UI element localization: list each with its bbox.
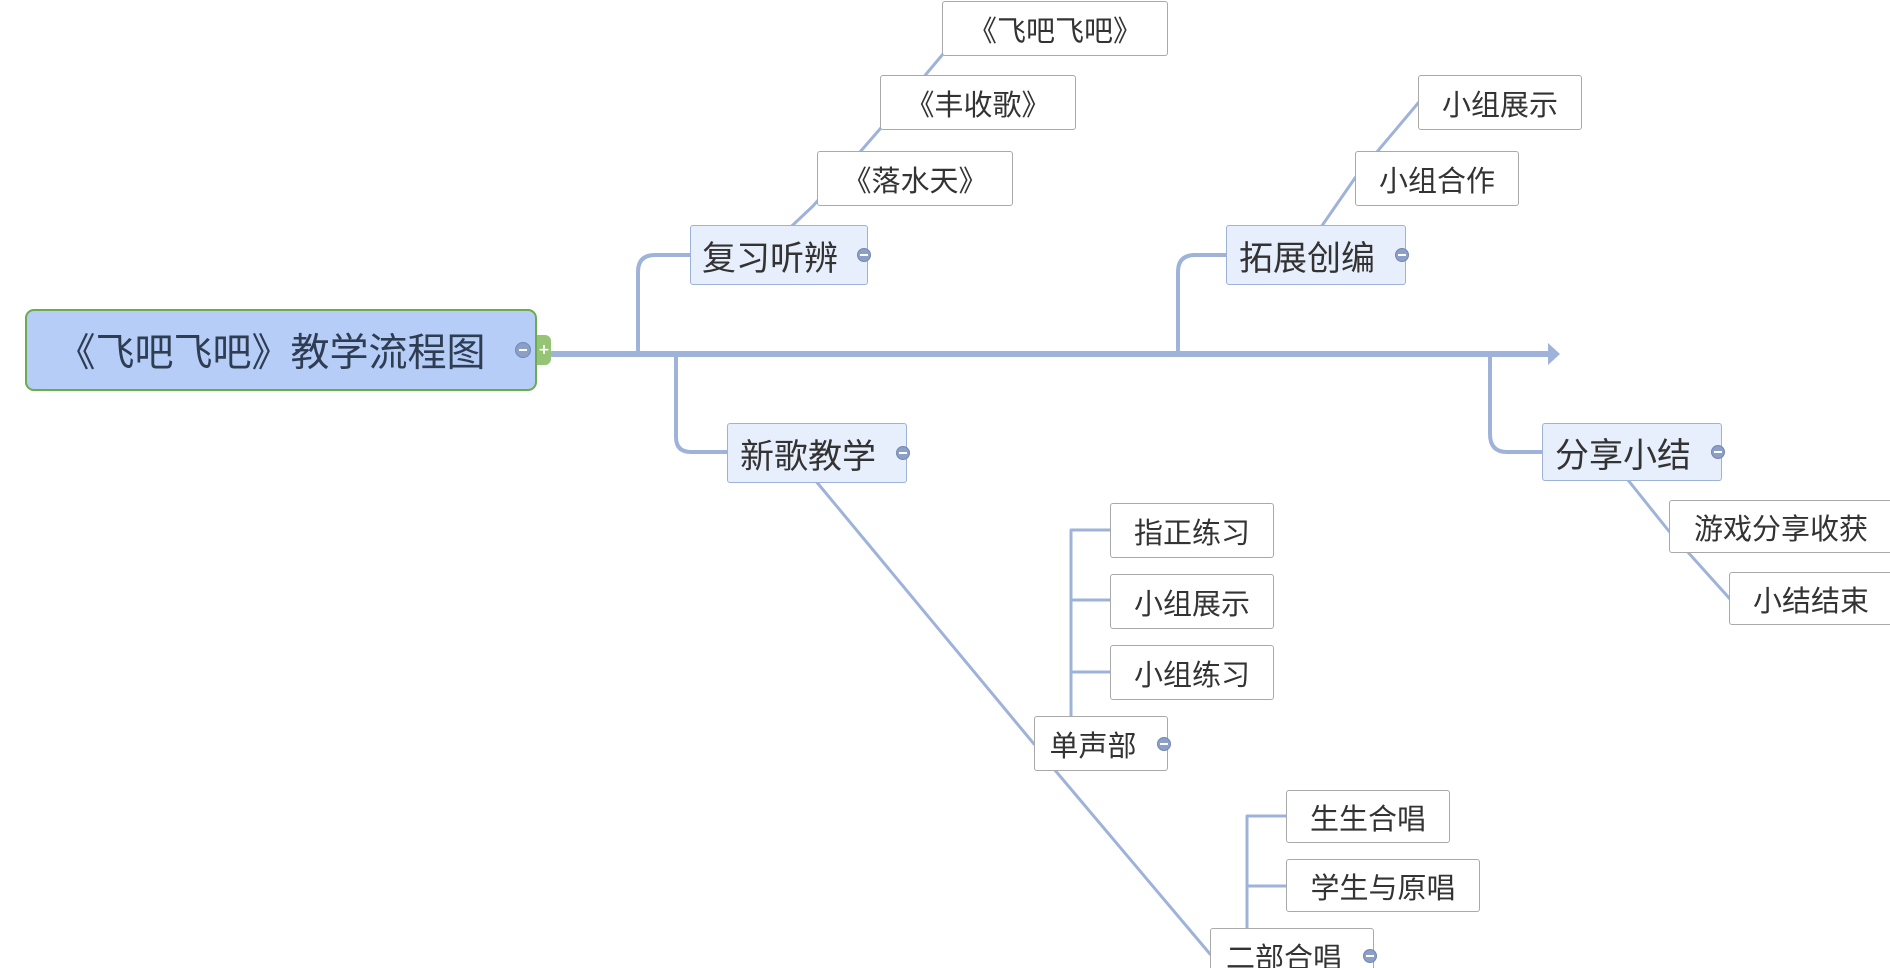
connector-unison-twopart [1052, 767, 1212, 956]
subtopic-extend-2[interactable]: 小组合作 [1355, 151, 1519, 206]
subtopic-summary-1[interactable]: 游戏分享收获 [1669, 500, 1890, 553]
topic-review-label: 复习听辨 [702, 238, 838, 279]
topic-extend-label: 拓展创编 [1239, 238, 1375, 279]
subtopic-label: 小组展示 [1133, 586, 1250, 621]
subtopic-label: 指正练习 [1133, 515, 1250, 550]
connector-review-children [758, 26, 958, 258]
collapse-icon[interactable] [1363, 948, 1377, 963]
connector-review [636, 253, 692, 356]
subtopic-twopart-1[interactable]: 生生合唱 [1286, 790, 1450, 843]
root-topic[interactable]: 《飞吧飞吧》教学流程图 + [25, 309, 551, 391]
subtopic-unison-1[interactable]: 指正练习 [1110, 503, 1274, 558]
subtopic-review-2[interactable]: 《丰收歌》 [880, 75, 1076, 130]
topic-newsong[interactable]: 新歌教学 [727, 423, 910, 483]
subtopic-unison-label: 单声部 [1049, 728, 1137, 763]
root-expand-icon[interactable]: + [537, 335, 551, 365]
subtopic-label: 小组合作 [1378, 163, 1495, 198]
topic-review[interactable]: 复习听辨 [690, 225, 871, 285]
root-collapse-icon[interactable] [515, 342, 531, 358]
subtopic-review-3[interactable]: 《落水天》 [817, 151, 1013, 206]
collapse-icon[interactable] [857, 248, 871, 262]
subtopic-label: 小组展示 [1441, 87, 1558, 122]
subtopic-unison-2[interactable]: 小组展示 [1110, 574, 1274, 629]
subtopic-twopart-label: 二部合唱 [1225, 940, 1342, 968]
topic-newsong-label: 新歌教学 [740, 436, 876, 477]
subtopic-label: 小结结束 [1752, 583, 1869, 618]
connector-twopart-children [1245, 814, 1289, 958]
subtopic-twopart[interactable]: 二部合唱 [1210, 928, 1377, 968]
collapse-icon[interactable] [896, 446, 910, 460]
subtopic-label: 游戏分享收获 [1693, 511, 1868, 546]
subtopic-unison[interactable]: 单声部 [1034, 716, 1171, 771]
subtopic-twopart-2[interactable]: 学生与原唱 [1286, 859, 1480, 912]
subtopic-label: 小组练习 [1133, 657, 1250, 692]
subtopic-label: 生生合唱 [1309, 801, 1426, 836]
subtopic-label: 《落水天》 [842, 163, 988, 198]
connector-unison-children [1069, 528, 1112, 746]
root-topic-label: 《飞吧飞吧》教学流程图 [56, 331, 486, 376]
connector-newsong [674, 352, 729, 454]
subtopic-label: 《丰收歌》 [905, 87, 1051, 122]
connector-summary [1488, 352, 1544, 454]
collapse-icon[interactable] [1395, 248, 1409, 262]
topic-extend[interactable]: 拓展创编 [1226, 225, 1409, 285]
topic-summary-label: 分享小结 [1555, 435, 1691, 476]
subtopic-review-1[interactable]: 《飞吧飞吧》 [942, 1, 1168, 56]
collapse-icon[interactable] [1157, 736, 1171, 751]
subtopic-unison-3[interactable]: 小组练习 [1110, 645, 1274, 700]
subtopic-label: 学生与原唱 [1310, 870, 1456, 905]
collapse-icon[interactable] [1711, 445, 1725, 459]
connector-summary-children [1626, 478, 1732, 601]
subtopic-summary-2[interactable]: 小结结束 [1729, 572, 1890, 625]
subtopic-extend-1[interactable]: 小组展示 [1418, 75, 1582, 130]
topic-summary[interactable]: 分享小结 [1542, 423, 1725, 481]
connector-newsong-unison [813, 478, 1036, 746]
spine-arrow-icon [1548, 343, 1560, 365]
connector-extend [1176, 253, 1228, 356]
subtopic-label: 《飞吧飞吧》 [967, 13, 1142, 48]
